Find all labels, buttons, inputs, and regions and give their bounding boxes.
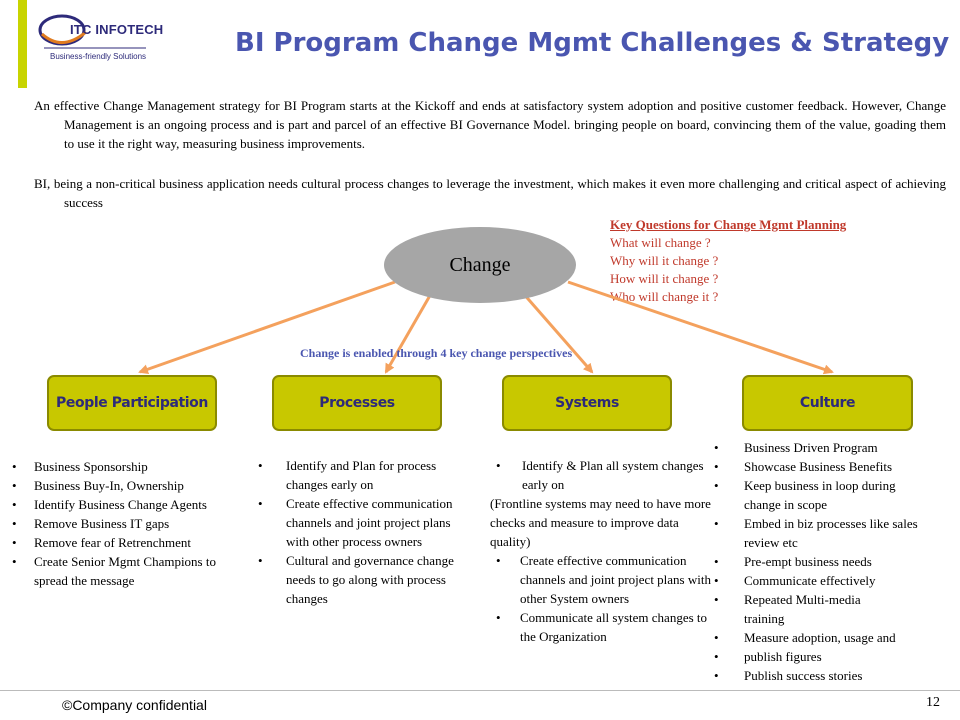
key-question: How will it change ? (610, 271, 719, 286)
key-question: Who will change it ? (610, 289, 719, 304)
key-questions: Key Questions for Change Mgmt Planning W… (610, 216, 910, 306)
list-item: publish figures (708, 647, 948, 666)
list-item: Embed in biz processes like sales review… (708, 514, 939, 552)
arrow-to-systems (520, 291, 594, 374)
people-list: Business Sponsorship Business Buy-In, Ow… (6, 457, 238, 590)
arrow-to-culture (567, 280, 834, 375)
perspective-processes: Processes (272, 375, 442, 431)
list-item: Communicate effectively (708, 571, 948, 590)
logo-tagline: Business-friendly Solutions (50, 52, 147, 61)
perspective-systems: Systems (502, 375, 672, 431)
list-item: Identify & Plan all system changes early… (490, 456, 712, 494)
list-item: Create effective communication channels … (490, 551, 712, 608)
change-node: Change (384, 227, 576, 303)
footer-confidential: ©Company confidential (62, 697, 207, 713)
list-item: Business Driven Program (708, 438, 948, 457)
perspective-people-participation: People Participation (47, 375, 217, 431)
logo-name: ITC INFOTECH (70, 22, 164, 37)
accent-bar (18, 0, 27, 88)
list-item: Business Sponsorship (6, 457, 238, 476)
list-item: Remove fear of Retrenchment (6, 533, 238, 552)
arrow-to-people (138, 280, 396, 375)
intro-paragraph-2: BI, being a non-critical business applic… (34, 176, 946, 210)
list-item: Identify and Plan for process changes ea… (252, 456, 462, 494)
list-item: Publish success stories (708, 666, 948, 685)
page-title: BI Program Change Mgmt Challenges & Stra… (235, 28, 950, 58)
intro-paragraph-1: An effective Change Management strategy … (34, 98, 946, 151)
culture-list: Business Driven Program Showcase Busines… (708, 438, 948, 685)
footer-divider (0, 690, 960, 691)
list-item: Repeated Multi-media training (708, 590, 894, 628)
list-item: Identify Business Change Agents (6, 495, 224, 514)
enabled-caption: Change is enabled through 4 key change p… (300, 346, 573, 360)
list-item: Pre-empt business needs (708, 552, 948, 571)
key-question: Why will it change ? (610, 253, 719, 268)
key-question: What will change ? (610, 235, 711, 250)
processes-list: Identify and Plan for process changes ea… (252, 456, 462, 608)
list-item: Communicate all system changes to the Or… (490, 608, 712, 646)
systems-list: Identify & Plan all system changes early… (490, 456, 712, 646)
list-item: Create effective communication channels … (252, 494, 462, 551)
list-item: Business Buy-In, Ownership (6, 476, 238, 495)
page-number: 12 (926, 695, 940, 710)
company-logo: ITC INFOTECH Business-friendly Solutions (36, 8, 163, 70)
logo-swoosh-icon (38, 14, 146, 49)
list-item: Remove Business IT gaps (6, 514, 238, 533)
systems-note: (Frontline systems may need to have more… (490, 496, 711, 549)
list-item: Cultural and governance change needs to … (252, 551, 462, 608)
list-item: Showcase Business Benefits (708, 457, 948, 476)
perspective-culture: Culture (742, 375, 913, 431)
list-item: Create Senior Mgmt Champions to spread t… (6, 552, 219, 590)
arrow-to-processes (384, 291, 434, 374)
key-questions-title: Key Questions for Change Mgmt Planning (610, 217, 847, 232)
list-item: Measure adoption, usage and (708, 628, 948, 647)
list-item: Keep business in loop during change in s… (708, 476, 934, 514)
